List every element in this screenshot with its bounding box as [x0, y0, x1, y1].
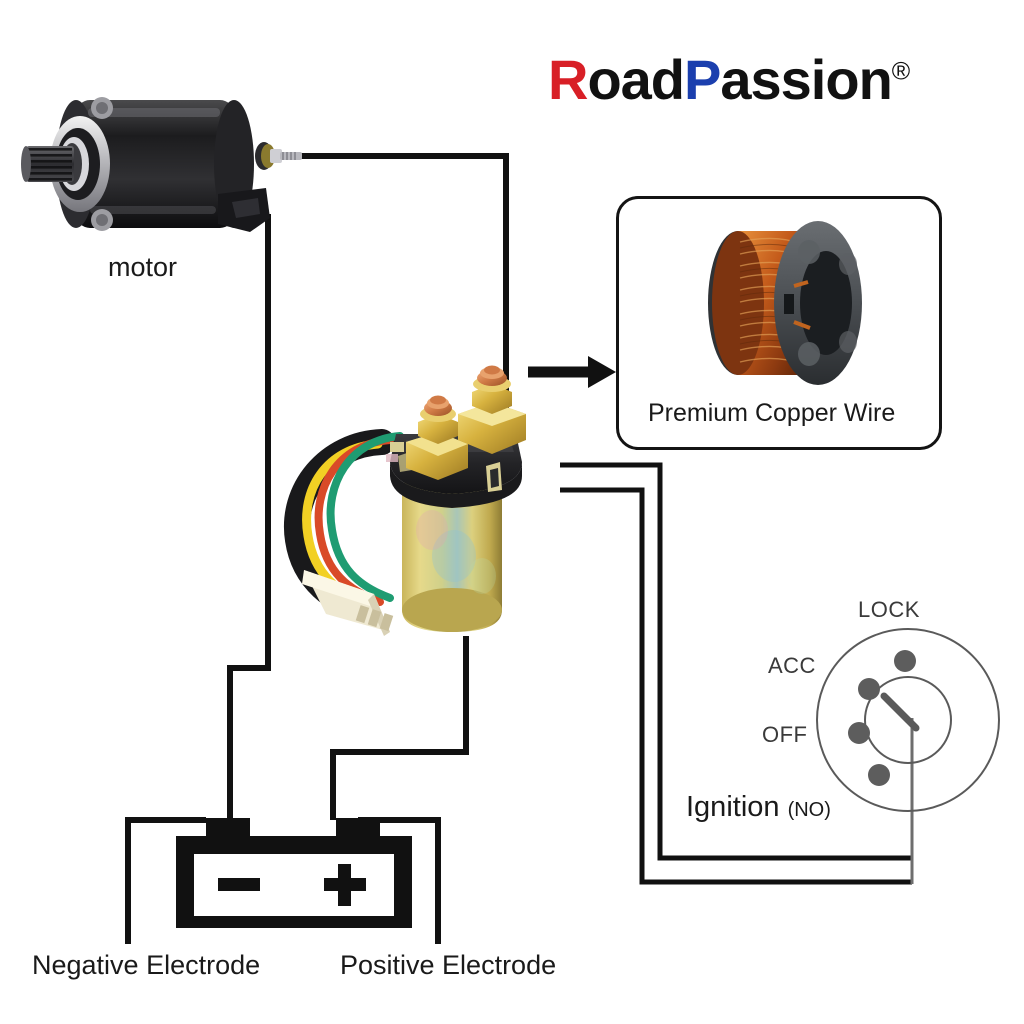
ignition-outer-ring — [816, 628, 1000, 812]
wire-relay-to-ignition-upper — [560, 462, 912, 861]
battery-minus-icon — [218, 878, 260, 891]
wire-motor-to-relay — [300, 153, 509, 412]
logo-text-oad: oad — [587, 48, 685, 111]
wire-battery-positive-bracket — [358, 817, 441, 944]
copper-wire-spool-illustration — [708, 221, 862, 385]
copper-wire-label: Premium Copper Wire — [648, 399, 896, 427]
motor-bolt — [91, 97, 113, 231]
ignition-dot-lock — [894, 650, 916, 672]
ignition-keyslot-icon — [880, 692, 920, 732]
ignition-label-off: OFF — [762, 722, 808, 747]
ignition-inner-ring — [864, 676, 952, 764]
ignition-switch-illustration — [816, 628, 1006, 818]
relay-terminal-right — [458, 365, 526, 454]
battery-illustration — [176, 818, 412, 928]
motor-terminal-stud — [255, 142, 302, 170]
wire-relay-to-ignition-lower — [560, 487, 912, 885]
callout-arrow — [528, 356, 616, 388]
starter-relay-illustration — [283, 365, 526, 636]
ignition-label: Ignition (NO) — [686, 791, 831, 824]
negative-electrode-label: Negative Electrode — [32, 950, 261, 980]
motor-label: motor — [108, 252, 178, 282]
logo-letter-p: P — [684, 48, 721, 111]
battery-plus-icon-vertical — [338, 864, 351, 906]
relay-terminal-left — [406, 395, 468, 480]
positive-electrode-label: Positive Electrode — [340, 950, 557, 980]
wire-motor-to-battery-negative — [227, 214, 271, 820]
starter-motor-illustration — [21, 97, 302, 232]
ignition-label-lock: LOCK — [858, 597, 920, 622]
registered-trademark-icon: ® — [891, 57, 910, 86]
battery-positive-post — [336, 818, 380, 838]
ignition-dot-start — [868, 764, 890, 786]
battery-negative-post — [206, 818, 250, 838]
wire-battery-negative-bracket — [125, 817, 206, 944]
brand-logo: RoadPassion® — [548, 52, 910, 108]
ignition-label-acc: ACC — [768, 653, 816, 678]
logo-text-assion: assion — [720, 48, 892, 111]
relay-connector — [302, 570, 394, 636]
ignition-dot-off — [848, 722, 870, 744]
ignition-note: (NO) — [787, 799, 831, 821]
wire-relay-to-battery-positive — [330, 636, 469, 820]
ignition-dot-acc — [858, 678, 880, 700]
logo-letter-r: R — [548, 48, 588, 111]
ignition-label-text: Ignition — [686, 791, 780, 823]
